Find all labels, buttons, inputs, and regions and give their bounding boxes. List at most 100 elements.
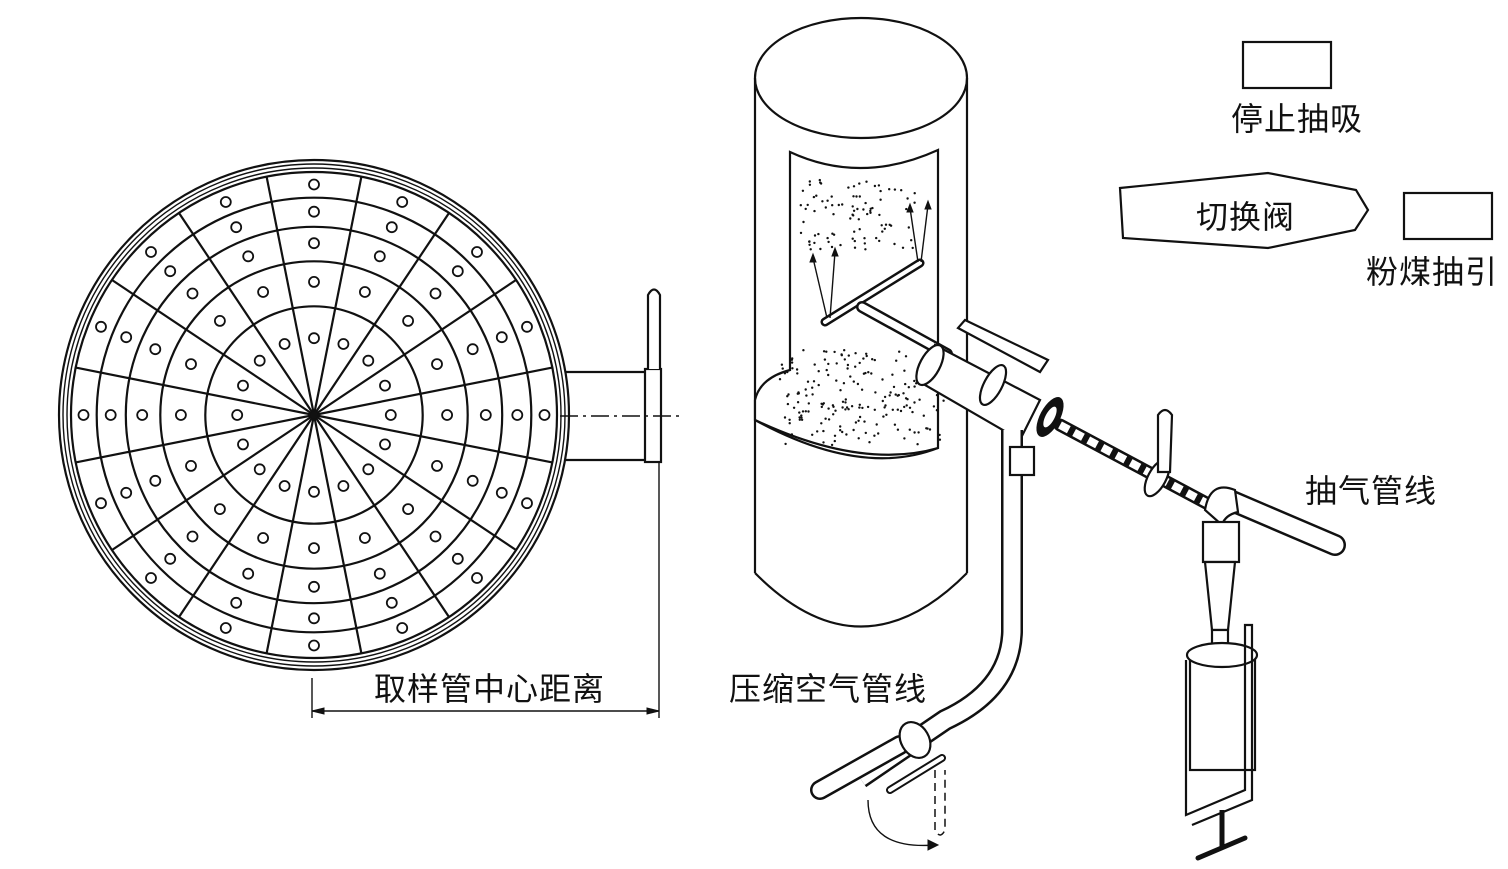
sampling-point bbox=[237, 438, 249, 451]
dust-particle bbox=[904, 382, 907, 386]
dust-particle bbox=[791, 367, 794, 370]
sampling-point bbox=[77, 409, 90, 421]
sampling-point bbox=[213, 503, 226, 516]
sampling-point bbox=[186, 530, 199, 543]
sampling-point bbox=[308, 332, 320, 345]
air-valve-lever-inner bbox=[888, 756, 944, 792]
radial-line bbox=[75, 366, 315, 417]
dust-particle bbox=[835, 379, 838, 382]
dust-particle bbox=[796, 401, 800, 404]
arrow-head bbox=[809, 252, 817, 263]
radial-line bbox=[313, 414, 517, 551]
valve-end-cap bbox=[915, 343, 945, 387]
dust-particle bbox=[885, 413, 888, 416]
dust-particle bbox=[822, 429, 825, 433]
coal-suction-button[interactable] bbox=[1402, 191, 1494, 241]
dust-particle bbox=[935, 393, 939, 397]
dust-particle bbox=[905, 404, 908, 407]
radial-line bbox=[313, 414, 450, 618]
arrow-head bbox=[831, 246, 839, 257]
dust-particle bbox=[913, 192, 916, 195]
dust-particle bbox=[865, 180, 868, 183]
sampling-point bbox=[511, 409, 524, 421]
dust-particle bbox=[844, 398, 847, 401]
dust-particle bbox=[852, 185, 856, 188]
radial-line bbox=[111, 279, 315, 416]
handwheel-lever bbox=[1156, 408, 1174, 474]
dust-particle bbox=[913, 401, 916, 404]
dust-particle bbox=[845, 433, 848, 436]
dust-particle bbox=[892, 385, 896, 389]
sampling-point bbox=[145, 572, 157, 584]
dust-particles bbox=[778, 178, 945, 447]
sampling-point bbox=[185, 358, 197, 371]
dust-particle bbox=[878, 213, 881, 217]
sampling-point bbox=[278, 480, 291, 492]
sampling-point bbox=[242, 250, 255, 263]
sampling-point bbox=[145, 246, 157, 258]
dust-particle bbox=[802, 349, 805, 352]
dust-particle bbox=[833, 434, 837, 437]
dust-particle bbox=[864, 248, 867, 251]
dust-particle bbox=[850, 405, 854, 408]
sampling-point bbox=[495, 331, 508, 344]
dust-particle bbox=[791, 357, 794, 360]
dust-particle bbox=[874, 391, 877, 394]
sampling-point bbox=[441, 409, 454, 421]
dust-particle bbox=[800, 416, 803, 419]
dust-particle bbox=[881, 378, 884, 381]
sampling-point bbox=[396, 622, 409, 634]
dust-particle bbox=[827, 407, 830, 410]
dust-particle bbox=[815, 194, 818, 197]
dust-particle bbox=[878, 239, 881, 243]
dust-particle bbox=[942, 399, 945, 402]
switch-valve-shape[interactable] bbox=[1118, 171, 1370, 250]
radial-line bbox=[178, 414, 315, 618]
sampling-point bbox=[362, 354, 375, 367]
dust-particle bbox=[847, 186, 850, 189]
dust-particle bbox=[839, 389, 842, 392]
dust-particle bbox=[809, 248, 812, 251]
extraction-line-label: 抽气管线 bbox=[1305, 472, 1438, 510]
dust-particle bbox=[877, 184, 881, 187]
sampling-point bbox=[379, 438, 391, 451]
dust-particle bbox=[901, 246, 905, 249]
dust-particle bbox=[853, 239, 856, 243]
sampling-point bbox=[431, 459, 443, 472]
dust-particle bbox=[813, 241, 816, 245]
rotation-arrow-head bbox=[927, 839, 940, 851]
sampling-point bbox=[237, 379, 249, 392]
sampling-point bbox=[253, 354, 266, 367]
dust-particle bbox=[785, 369, 789, 373]
sampling-point bbox=[120, 486, 133, 499]
dust-particle bbox=[813, 363, 816, 366]
arrow-head bbox=[924, 199, 932, 210]
dust-particle bbox=[893, 423, 897, 426]
dust-particle bbox=[807, 410, 810, 413]
dust-particle bbox=[880, 224, 883, 227]
dust-particle bbox=[907, 386, 910, 389]
dust-particle bbox=[911, 246, 914, 250]
stop-suction-button[interactable] bbox=[1241, 40, 1333, 90]
flow-arrows bbox=[809, 199, 932, 319]
sampling-point bbox=[230, 221, 243, 234]
dust-particle bbox=[778, 378, 782, 381]
valve-collar bbox=[978, 364, 1008, 406]
dust-particle bbox=[844, 401, 847, 404]
dust-particle bbox=[849, 217, 852, 220]
dust-particle bbox=[827, 418, 831, 421]
sampling-points bbox=[77, 178, 551, 652]
dust-particle bbox=[873, 184, 877, 188]
lever-alt-position bbox=[934, 770, 946, 836]
sampling-point bbox=[402, 314, 415, 327]
dust-particle bbox=[790, 433, 794, 436]
dust-particle bbox=[873, 358, 876, 362]
sampling-point bbox=[149, 343, 162, 356]
dust-particle bbox=[900, 189, 903, 192]
sampling-distance-label: 取样管中心距离 bbox=[374, 670, 606, 708]
radial-line bbox=[265, 414, 316, 654]
dust-particle bbox=[861, 406, 864, 410]
compressed-air-hose bbox=[810, 430, 1036, 851]
dust-particle bbox=[786, 395, 789, 398]
dust-particle bbox=[812, 195, 816, 199]
